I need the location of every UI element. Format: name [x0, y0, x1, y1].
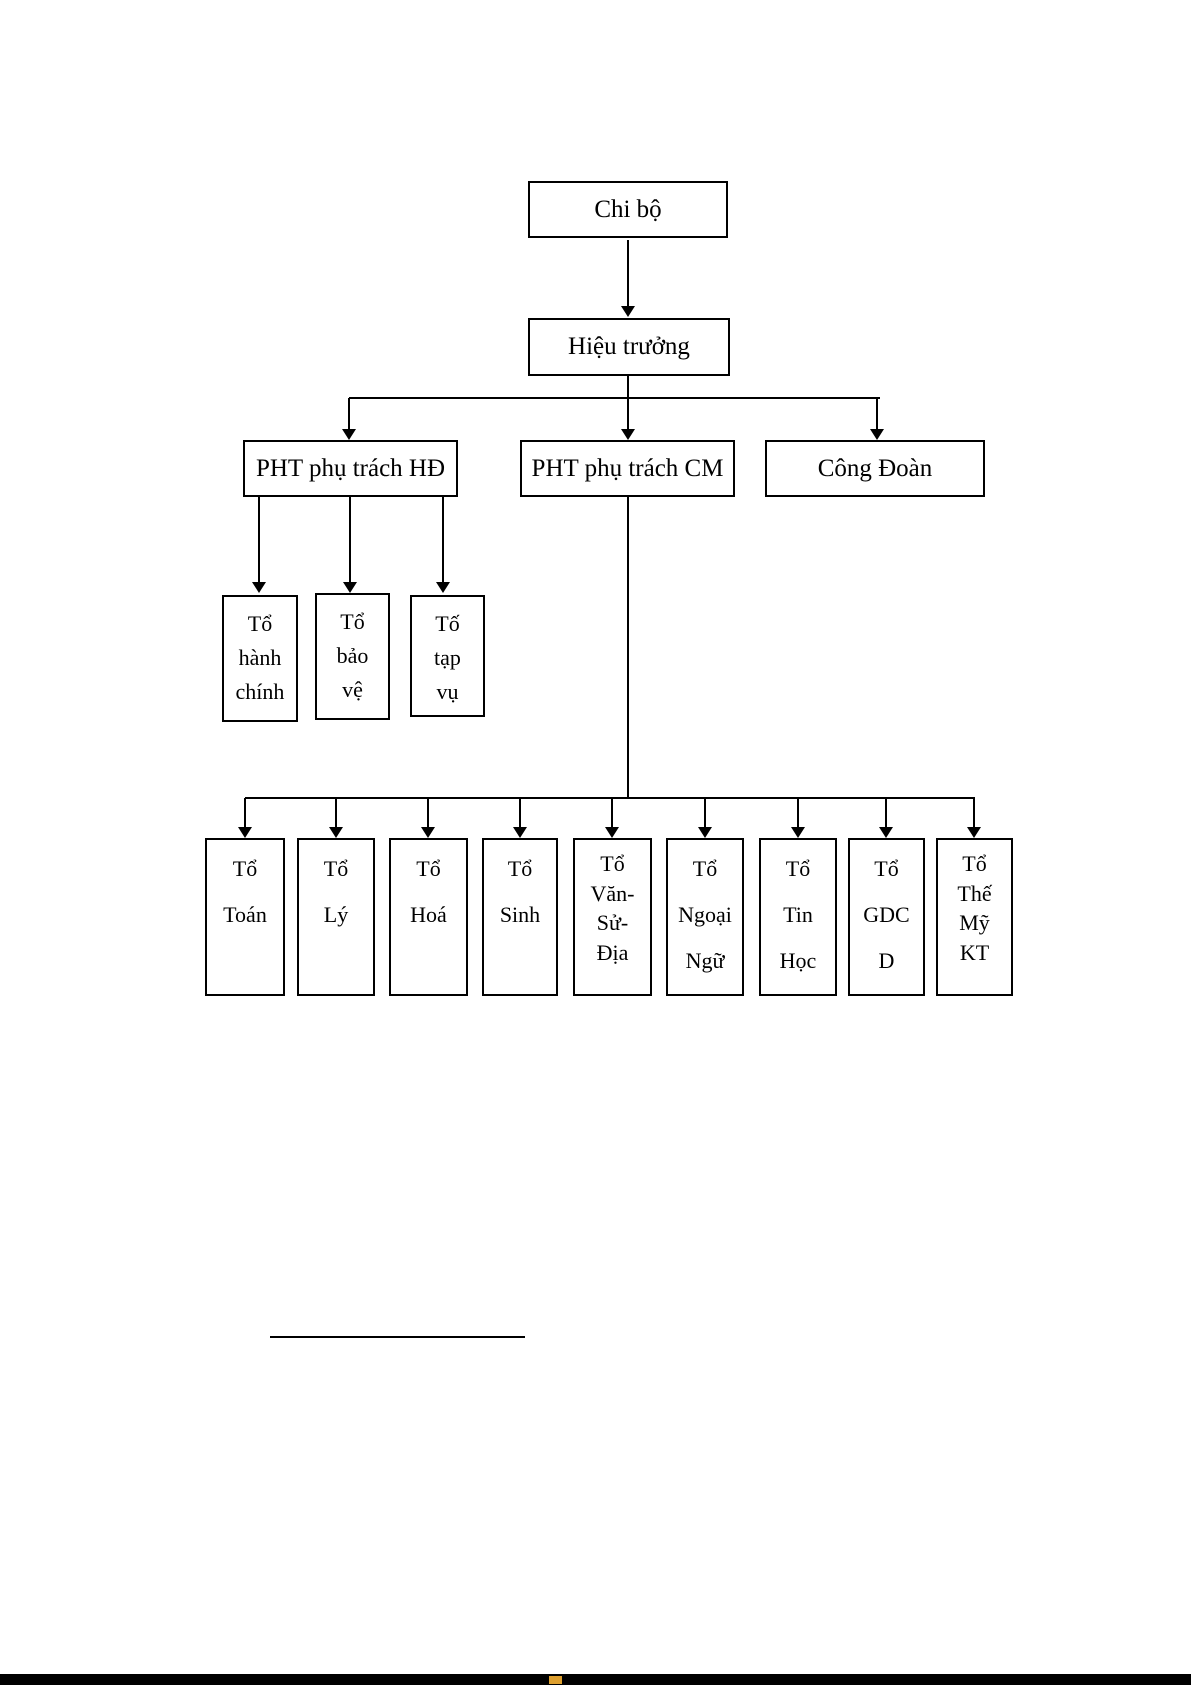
connector-admin-1-line: [258, 497, 260, 582]
org-box-pht-hd: PHT phụ trách HĐ: [243, 440, 458, 497]
connector-cm-trunk-line: [627, 497, 629, 797]
org-box-chi-bo: Chi bộ: [528, 181, 728, 238]
org-box-to-gdcd: Tổ GDC D: [848, 838, 925, 996]
org-box-to-van-su-dia: Tổ Văn- Sử- Địa: [573, 838, 652, 996]
org-box-to-bao-ve: Tổ bảo vệ: [315, 593, 390, 720]
connector-subject-4-line: [519, 798, 521, 827]
connector-subject-1-line: [244, 798, 246, 827]
connector-subject-7-line: [797, 798, 799, 827]
connector-subject-8-line: [885, 798, 887, 827]
org-box-to-hoa: Tổ Hoá: [389, 838, 468, 996]
org-box-hieu-truong: Hiệu trưởng: [528, 318, 730, 376]
connector-subject-5-line: [611, 798, 613, 827]
org-box-to-tin-hoc: Tổ Tin Học: [759, 838, 837, 996]
connector-level2-left-arrowhead: [342, 429, 356, 440]
org-box-to-hanh-chinh: Tổ hành chính: [222, 595, 298, 722]
connector-level2-mid-arrowhead: [621, 429, 635, 440]
connector-subject-4-arrowhead: [513, 827, 527, 838]
org-box-to-sinh: Tổ Sinh: [482, 838, 558, 996]
org-box-cong-doan: Công Đoàn: [765, 440, 985, 497]
connector-subject-6-arrowhead: [698, 827, 712, 838]
connector-subject-5-arrowhead: [605, 827, 619, 838]
connector-admin-2-line: [349, 497, 351, 582]
connector-level2-hline: [349, 397, 880, 399]
connector-level2-right-arrowhead: [870, 429, 884, 440]
footnote-separator-line: [270, 1336, 525, 1338]
connector-subject-2-line: [335, 798, 337, 827]
org-box-to-tap-vu: Tố tạp vụ: [410, 595, 485, 717]
connector-subject-3-line: [427, 798, 429, 827]
org-box-to-ngoai-ngu: Tổ Ngoại Ngữ: [666, 838, 744, 996]
connector-subject-3-arrowhead: [421, 827, 435, 838]
connector-subjects-hline: [245, 797, 975, 799]
connector-admin-1-arrowhead: [252, 582, 266, 593]
connector-subject-8-arrowhead: [879, 827, 893, 838]
connector-admin-2-arrowhead: [343, 582, 357, 593]
bottom-edge-accent: [549, 1676, 562, 1684]
connector-root-line: [627, 240, 629, 306]
connector-subject-9-arrowhead: [967, 827, 981, 838]
connector-admin-3-line: [442, 497, 444, 582]
org-box-to-the-my-kt: Tổ Thế Mỹ KT: [936, 838, 1013, 996]
connector-subject-7-arrowhead: [791, 827, 805, 838]
connector-subject-1-arrowhead: [238, 827, 252, 838]
connector-admin-3-arrowhead: [436, 582, 450, 593]
connector-subject-9-line: [973, 798, 975, 827]
connector-root-arrowhead: [621, 306, 635, 317]
connector-level2-right-line: [876, 398, 878, 429]
connector-level2-mid-line: [627, 398, 629, 429]
bottom-edge-bar: [0, 1674, 1191, 1685]
connector-principal-stub: [627, 376, 629, 398]
org-box-to-ly: Tổ Lý: [297, 838, 375, 996]
connector-subject-2-arrowhead: [329, 827, 343, 838]
org-box-pht-cm: PHT phụ trách CM: [520, 440, 735, 497]
org-box-to-toan: Tổ Toán: [205, 838, 285, 996]
connector-level2-left-line: [348, 398, 350, 429]
connector-subject-6-line: [704, 798, 706, 827]
